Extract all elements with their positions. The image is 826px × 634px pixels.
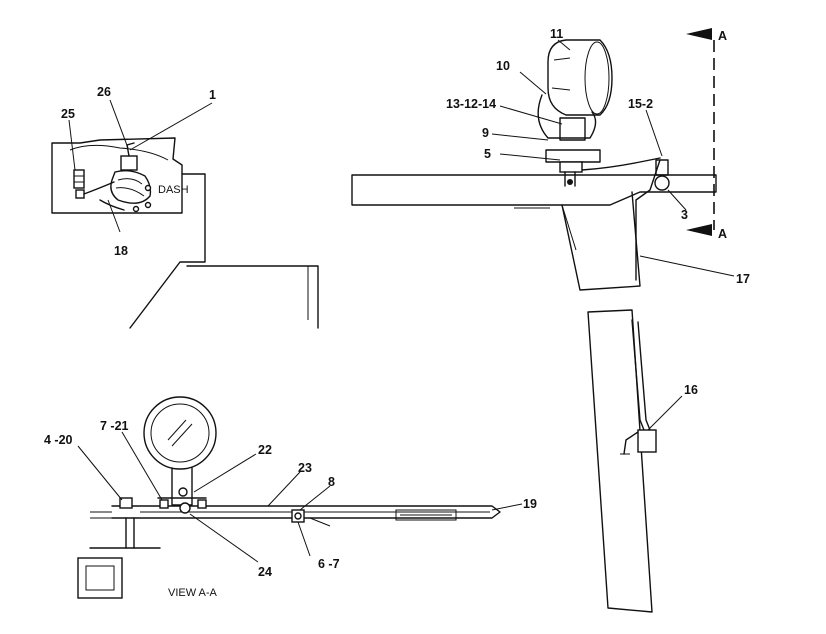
callout-18: 18 xyxy=(114,244,128,258)
callout-15-2: 15-2 xyxy=(628,97,653,111)
callout-22: 22 xyxy=(258,443,272,457)
switch-body xyxy=(120,155,138,171)
callout-26: 26 xyxy=(97,85,111,99)
dash-label: DASH xyxy=(158,184,189,196)
callout-25: 25 xyxy=(61,107,75,121)
connector-25 xyxy=(73,169,85,189)
callout-3: 3 xyxy=(681,208,688,222)
dash-detail xyxy=(51,99,319,329)
callout-6-7: 6 -7 xyxy=(318,557,340,571)
callout-11: 11 xyxy=(550,27,563,41)
post-detail xyxy=(587,309,683,613)
view-aa xyxy=(77,396,523,599)
light-assembly xyxy=(351,39,735,291)
callout-13-12-14: 13-12-14 xyxy=(446,97,496,111)
section-label-top: A xyxy=(718,29,727,43)
view-aa-label: VIEW A-A xyxy=(168,587,218,599)
section-line-aa xyxy=(686,28,715,236)
callout-8: 8 xyxy=(328,475,335,489)
section-label-bottom: A xyxy=(718,227,727,241)
callout-1: 1 xyxy=(209,88,216,102)
callout-24: 24 xyxy=(258,565,272,579)
callout-23: 23 xyxy=(298,461,312,475)
callout-5: 5 xyxy=(484,147,491,161)
callout-17: 17 xyxy=(736,272,750,286)
callout-16: 16 xyxy=(684,383,698,397)
callout-7-21: 7 -21 xyxy=(100,419,129,433)
callout-4-20: 4 -20 xyxy=(44,433,73,447)
callout-10: 10 xyxy=(496,59,510,73)
callout-9: 9 xyxy=(482,126,489,140)
callout-19: 19 xyxy=(523,497,537,511)
